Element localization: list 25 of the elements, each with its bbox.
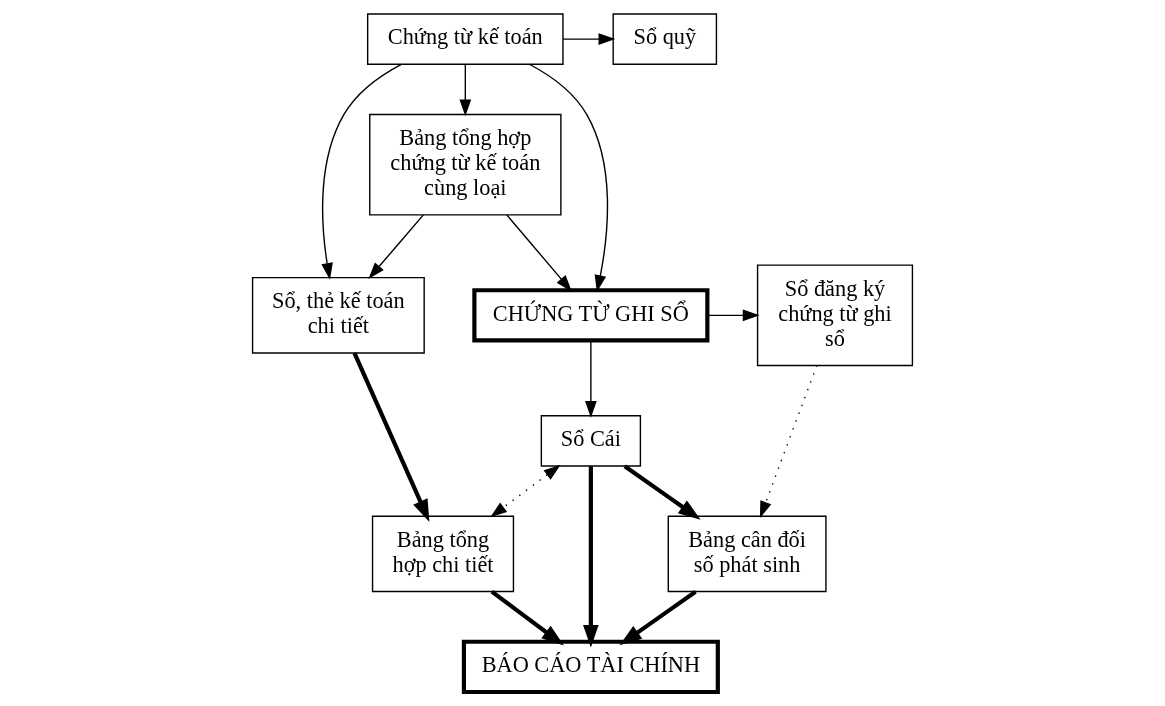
arrow [528,63,609,292]
node-box: Bảng tổng hợp chi tiết [371,515,515,593]
arrow [321,63,403,280]
arrow [585,340,597,418]
node-box: Sổ, thẻ kế toán chi tiết [251,276,425,354]
arrow [759,364,818,518]
arrow [459,64,472,117]
node-box: Sổ Cái [540,415,642,467]
arrow [619,589,697,646]
node-box: Bảng tổng hợp chứng từ kế toán cùng loại [369,113,562,216]
arrow [490,464,561,518]
node-box: Sổ đăng ký chứng từ ghi sổ [756,264,914,367]
node-box: Sổ quỹ [612,13,718,65]
arrow [707,309,760,322]
arrow [368,214,425,279]
arrow [490,590,564,646]
node-box: CHỨNG TỪ GHI SỔ [472,288,710,343]
arrow [506,214,572,292]
arrow [562,33,616,45]
node-box: Bảng cân đối số phát sinh [667,515,827,593]
arrow [583,466,599,648]
arrow [352,352,430,522]
arrow [623,464,701,520]
node-box: Chứng từ kế toán [366,13,564,65]
node-box: BÁO CÁO TÀI CHÍNH [461,639,720,695]
